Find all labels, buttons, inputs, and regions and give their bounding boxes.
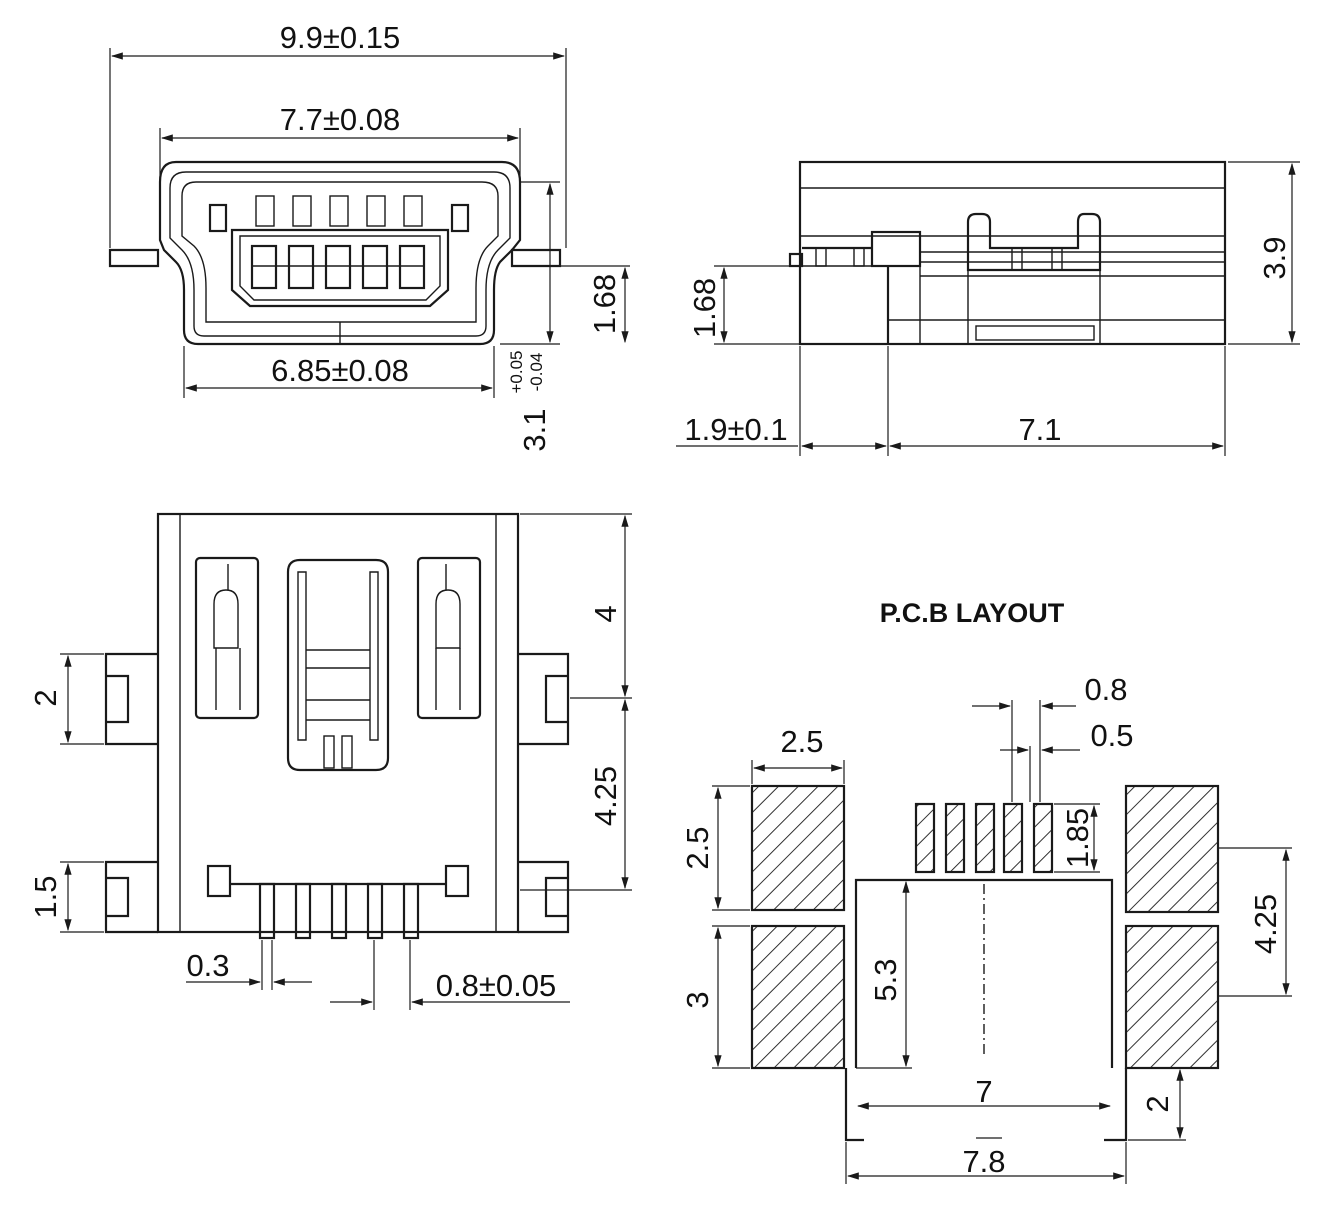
dim-pcb-lower-pad-height: 3 (680, 991, 715, 1008)
dim-pcb-big-pad-width: 2.5 (780, 724, 823, 759)
dim-top-lower: 4.25 (588, 766, 623, 826)
dim-tab-upper: 2 (28, 689, 63, 706)
dim-pcb-bottom: 2 (1140, 1095, 1175, 1112)
dim-top-upper: 4 (588, 605, 623, 622)
pcb-signal-pad (944, 802, 966, 874)
pcb-pad-bottom-right (1124, 924, 1220, 1070)
dim-height-shell: 1.68 (587, 274, 622, 334)
dim-pcb-pitch: 0.8 (1084, 672, 1127, 707)
dim-pcb-right-spacing: 4.25 (1248, 894, 1283, 954)
pcb-layout-title: P.C.B LAYOUT (880, 598, 1065, 628)
dim-side-offset: 1.9±0.1 (684, 412, 787, 447)
dim-pcb-small-pad-height: 1.85 (1060, 808, 1095, 868)
dim-pcb-body-height: 5.3 (868, 958, 903, 1001)
dim-tab-lower: 1.5 (28, 875, 63, 918)
pcb-pad-top-right (1124, 784, 1220, 914)
dim-width-total: 9.9±0.15 (280, 20, 400, 55)
dim-side-lower-height: 1.68 (687, 278, 722, 338)
pcb-pad-top-left (750, 784, 846, 912)
front-view (108, 160, 562, 346)
dim-pcb-body-width: 7 (975, 1074, 992, 1109)
dim-pcb-big-pad-height: 2.5 (680, 826, 715, 869)
front-view-dimensions (109, 48, 630, 398)
dim-pin-width: 0.3 (186, 948, 229, 983)
dim-pcb-outer-width: 7.8 (962, 1144, 1005, 1179)
dim-side-length: 7.1 (1018, 412, 1061, 447)
dim-height-tol-plus: +0.05 (507, 350, 526, 393)
side-view-dimensions (676, 161, 1300, 456)
pcb-layout (750, 784, 1220, 1142)
dim-side-height: 3.9 (1257, 236, 1292, 279)
dim-width-bottom: 6.85±0.08 (271, 353, 409, 388)
pcb-signal-pad (1032, 802, 1054, 874)
dim-pin-pitch: 0.8±0.05 (436, 968, 556, 1003)
pcb-signal-pad (974, 802, 996, 874)
pcb-layout-dimensions (712, 700, 1292, 1184)
pcb-signal-pad (1002, 802, 1024, 874)
dim-height-tol-minus: -0.04 (527, 353, 546, 392)
pcb-pad-bottom-left (750, 924, 846, 1070)
top-view (104, 512, 570, 940)
dim-pcb-pad-width: 0.5 (1090, 718, 1133, 753)
dim-height-tol-base: 3.1 (517, 408, 552, 451)
dim-width-shell: 7.7±0.08 (280, 102, 400, 137)
side-view (788, 160, 1227, 346)
top-view-dimensions (60, 513, 632, 1010)
pcb-signal-pad (914, 802, 936, 874)
